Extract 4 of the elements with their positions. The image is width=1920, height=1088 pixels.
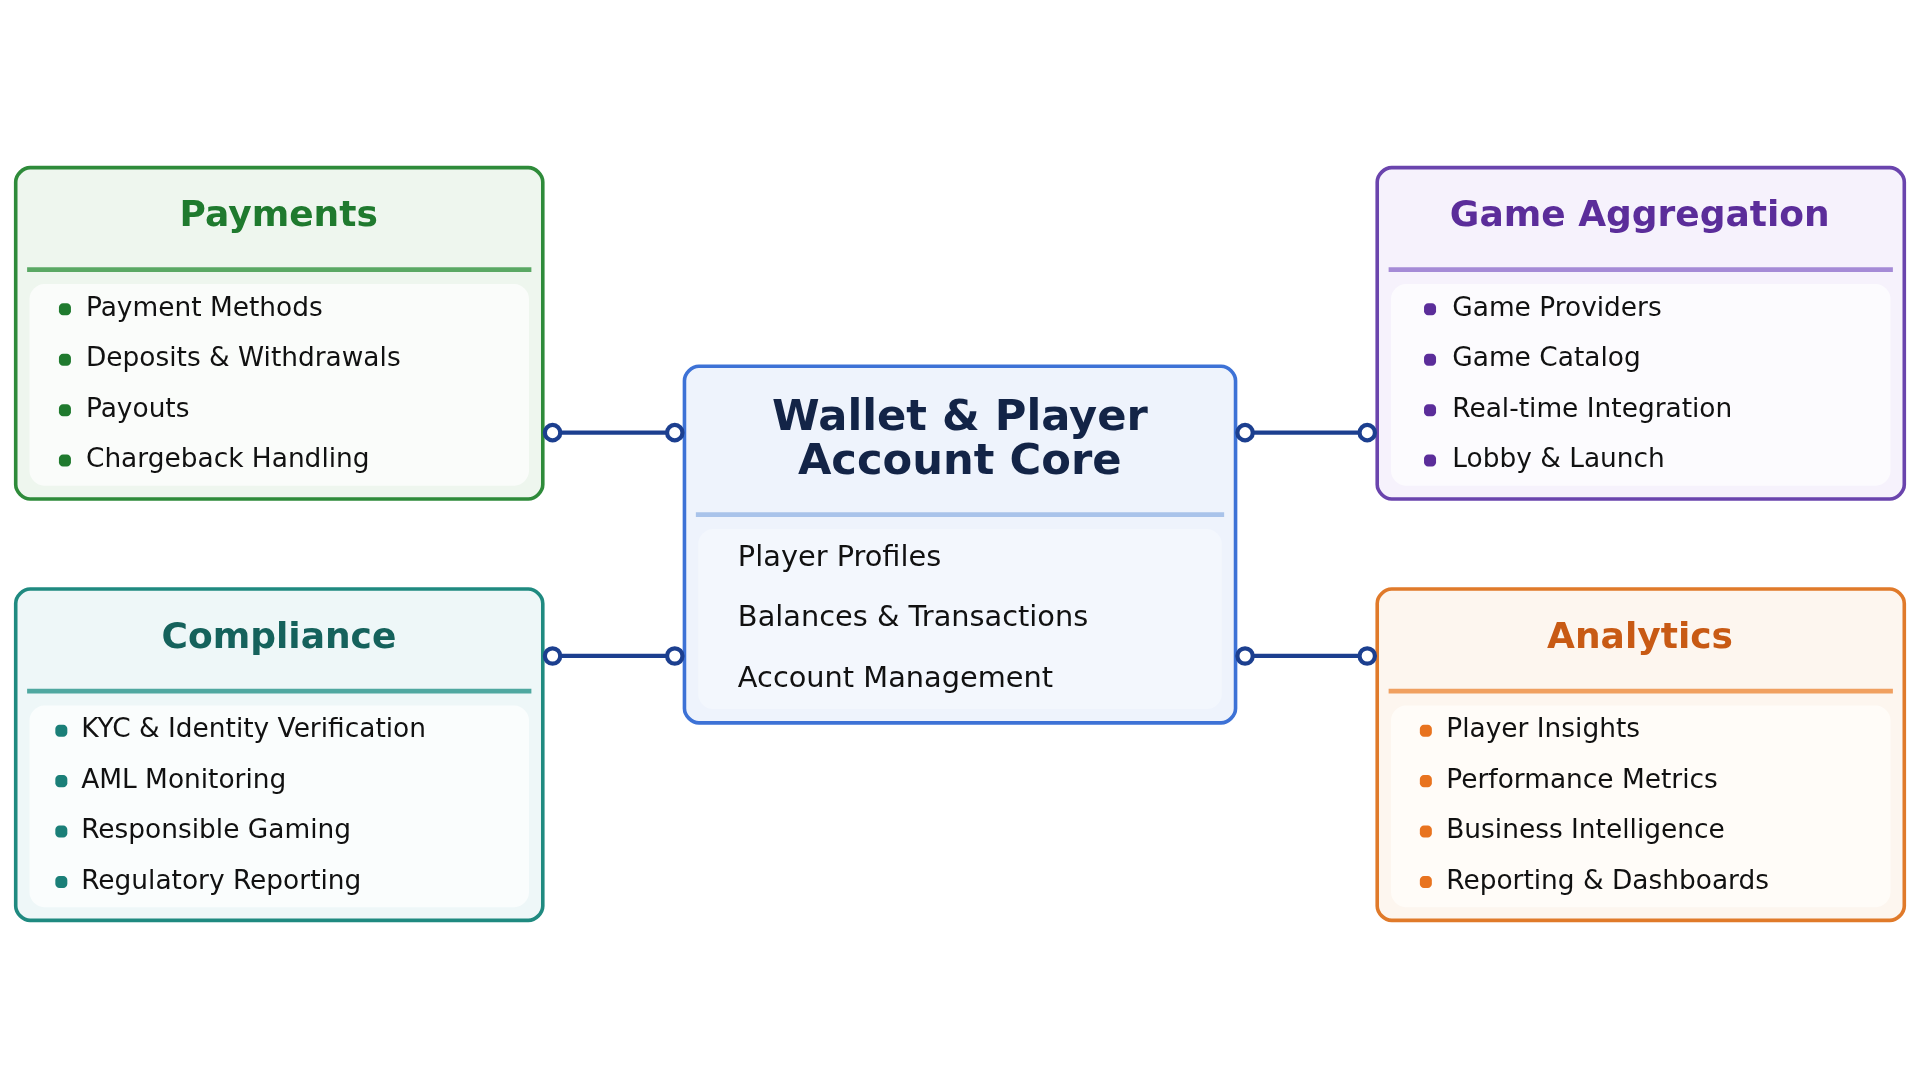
connector — [542, 422, 685, 443]
connector — [1235, 646, 1378, 666]
connector — [1235, 422, 1378, 443]
connector — [542, 646, 685, 666]
